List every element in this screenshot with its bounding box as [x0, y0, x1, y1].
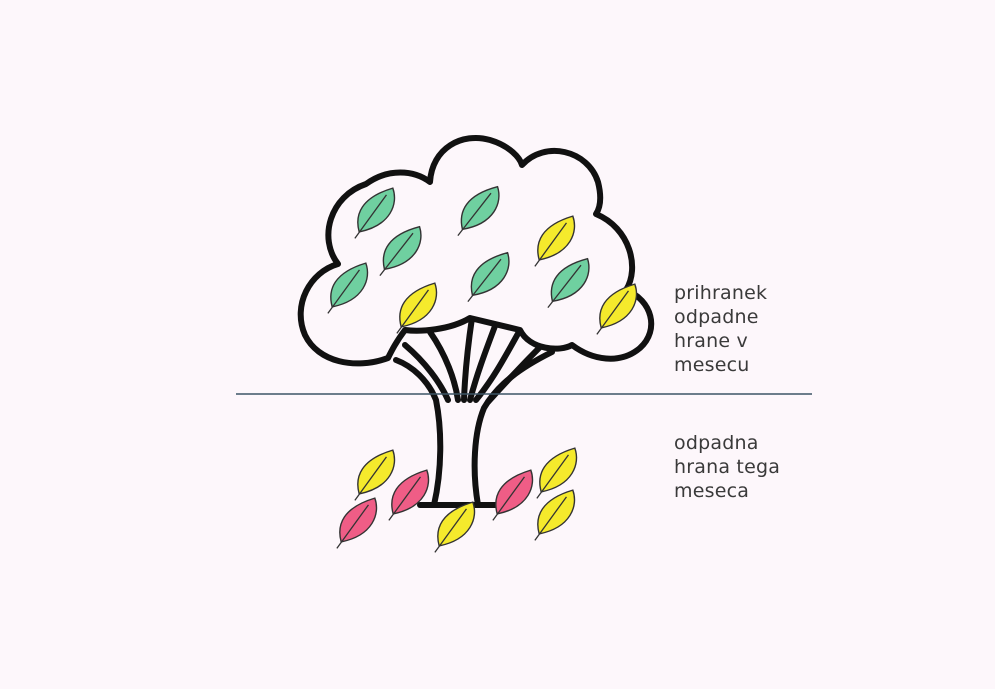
crown-leaves: [326, 185, 641, 335]
label-line: mesecu: [674, 354, 750, 376]
leaf-green: [547, 257, 592, 309]
leaf-yellow: [533, 489, 579, 541]
saved-food-waste-label: prihranek odpadne hrane v mesecu: [674, 281, 767, 377]
label-line: meseca: [674, 480, 750, 502]
leaf-yellow: [395, 282, 441, 334]
label-line: odpadne: [674, 306, 759, 328]
leaf-yellow: [353, 449, 399, 501]
leaf-green: [467, 251, 512, 303]
leaf-green: [326, 262, 372, 314]
leaf-green: [353, 187, 399, 239]
label-line: prihranek: [674, 282, 768, 304]
leaf-pink: [335, 497, 381, 549]
label-line: hrane v: [674, 330, 748, 352]
leaf-yellow: [533, 215, 579, 267]
leaf-yellow: [595, 283, 641, 335]
tree-crown: [297, 135, 655, 367]
label-line: odpadna: [674, 432, 759, 454]
monthly-food-waste-label: odpadna hrana tega meseca: [674, 431, 780, 503]
leaf-pink: [491, 469, 537, 521]
label-line: hrana tega: [674, 456, 781, 478]
leaf-pink: [387, 469, 433, 521]
leaf-yellow: [433, 501, 479, 553]
leaf-green: [379, 225, 424, 277]
leaf-yellow: [535, 447, 581, 499]
leaf-green: [457, 185, 502, 237]
fallen-leaves: [335, 447, 581, 553]
